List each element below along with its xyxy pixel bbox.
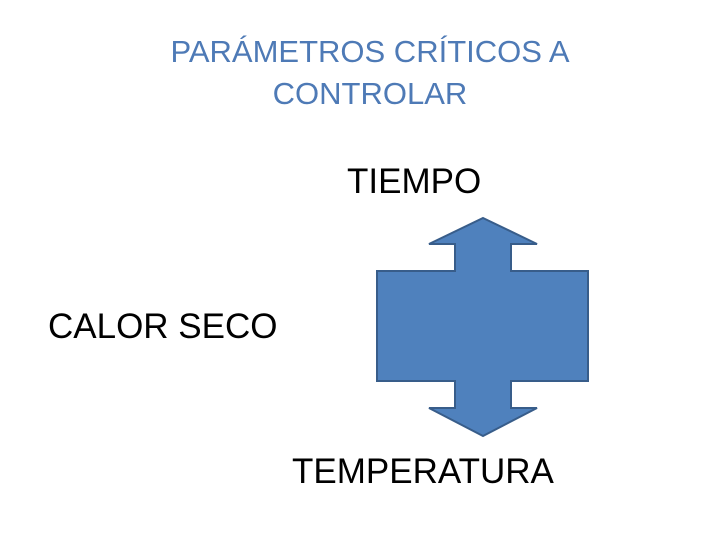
label-calor-seco: CALOR SECO	[48, 307, 278, 346]
slide-title-line-2: CONTROLAR	[272, 75, 468, 111]
slide-title: PARÁMETROS CRÍTICOS A CONTROLAR	[100, 31, 640, 115]
label-temperatura: TEMPERATURA	[292, 452, 554, 491]
up-down-arrow-callout	[376, 216, 589, 438]
slide-title-line-1: PARÁMETROS CRÍTICOS A	[170, 33, 570, 69]
label-tiempo: TIEMPO	[347, 162, 482, 201]
